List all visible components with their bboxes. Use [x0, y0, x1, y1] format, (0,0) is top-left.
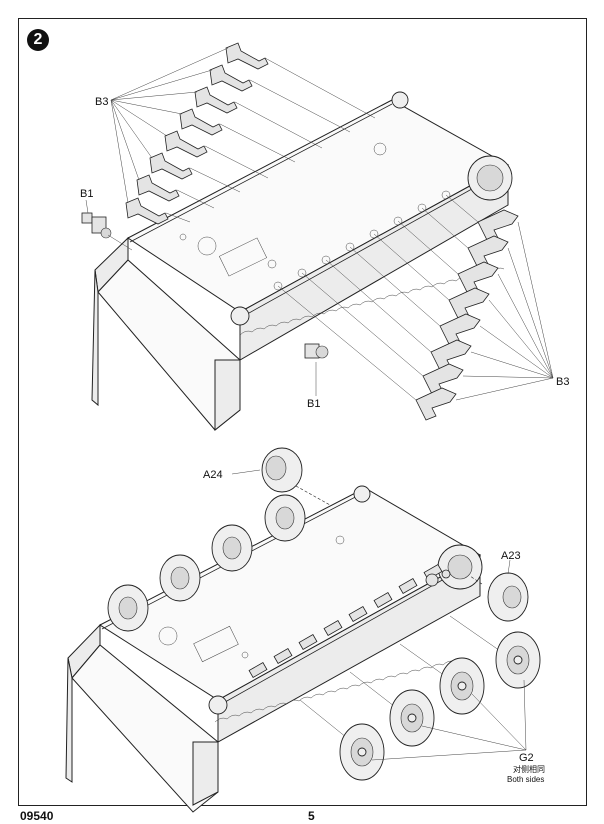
page-frame: [18, 18, 587, 806]
b3-right-guides: [277, 194, 479, 401]
b3-arms-right-side: [415, 209, 519, 421]
final-drive-housing: [425, 569, 451, 587]
lower-hull: [65, 485, 483, 813]
callout-g2-note-en: Both sides: [507, 775, 545, 784]
far-side-road-wheels: [107, 494, 306, 632]
b1-left-part: [81, 199, 133, 251]
suspension-mount-holes: [273, 190, 451, 291]
callout-b1-bottom: B1: [307, 398, 321, 410]
b3-right-leaders: [455, 221, 554, 401]
b3-left-guides: [165, 57, 376, 223]
upper-hull: [91, 91, 513, 432]
b3-arms-left-side: [125, 42, 269, 225]
callout-b3-right: B3: [556, 376, 570, 388]
page-number: 5: [308, 809, 315, 823]
b3-left-leaders: [110, 47, 229, 204]
callout-b3-left: B3: [95, 96, 109, 108]
callout-g2: G2: [519, 752, 534, 764]
installed-suspension-arms: [248, 563, 443, 679]
g2-road-wheels: [339, 631, 541, 781]
callout-b1-left: B1: [80, 188, 94, 200]
a23-sprocket-part: [469, 559, 529, 622]
g2-leaders: [371, 679, 527, 761]
product-code: 09540: [20, 809, 54, 823]
b1-bottom-part: [304, 343, 329, 396]
callout-a23: A23: [501, 550, 521, 562]
callout-a24: A24: [203, 469, 223, 481]
callout-g2-note-cn: 对侧相同: [513, 765, 545, 774]
step-number-badge: 2: [27, 29, 49, 51]
a24-idler-part: [231, 447, 331, 506]
